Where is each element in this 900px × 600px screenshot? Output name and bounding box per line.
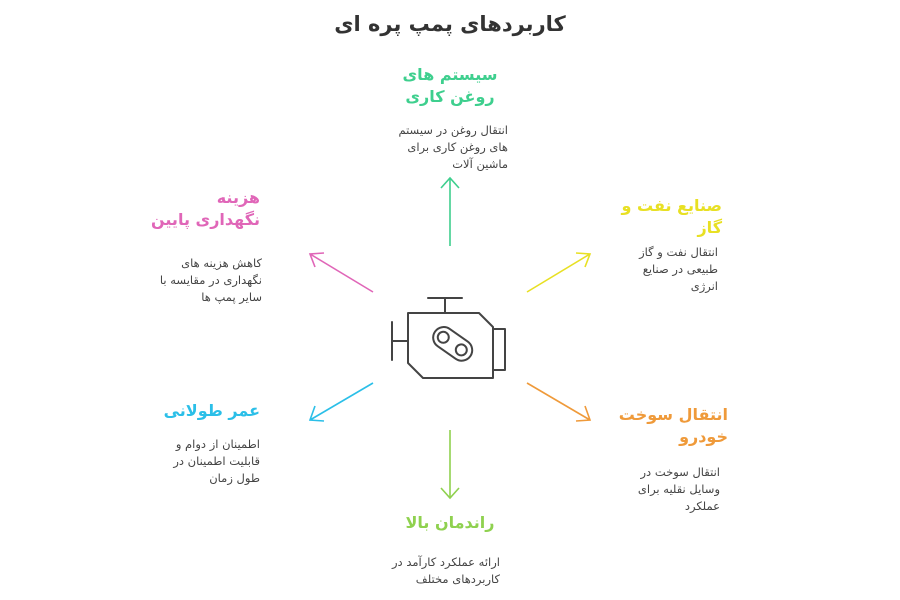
node-oilgas-desc: انتقال نفت و گاز طبیعی در صنایع انرژی [598,244,718,295]
title-line: نگهداری پایین [151,210,260,229]
arrow-maintenance [308,252,374,293]
arrow-performance [440,430,460,500]
desc-line: انتقال سوخت در [640,465,720,479]
node-lifespan-desc: اطمینان از دوام و قابلیت اطمینان در طول … [150,436,260,487]
node-lifespan-title: عمر طولانی [163,401,260,420]
node-lubrication-desc: انتقال روغن در سیستم های روغن کاری برای … [368,122,508,173]
desc-line: کاربردهای مختلف [415,572,500,586]
desc-line: قابلیت اطمینان در [173,454,260,468]
title-line: انتقال سوخت [618,405,728,424]
node-performance-desc: ارائه عملکرد کارآمد در کاربردهای مختلف [340,554,500,588]
desc-line: طول زمان [209,471,260,485]
node-lifespan: عمر طولانی [160,400,260,422]
node-oilgas: صنایع نفت و گاز [600,195,722,239]
title-line: گاز [697,218,722,237]
node-fuel: انتقال سوخت خودرو [604,404,728,448]
node-oilgas-title: صنایع نفت و گاز [600,195,722,239]
node-performance: راندمان بالا [370,512,530,534]
title-line: خودرو [679,427,728,446]
desc-line: ماشین آلات [452,157,508,171]
engine-pump-icon [391,297,506,379]
title-line: سیستم های [402,65,498,84]
arrow-oilgas [526,252,592,293]
node-maintenance-title: هزینه نگهداری پایین [140,187,260,231]
node-maintenance-desc: کاهش هزینه های نگهداری در مقایسه با سایر… [132,255,262,306]
node-performance-title: راندمان بالا [405,513,495,532]
desc-line: انتقال روغن در سیستم [398,123,508,137]
desc-line: نگهداری در مقایسه با [159,273,262,287]
title-line: هزینه [216,188,260,207]
node-lubrication: سیستم های روغن کاری [370,64,530,108]
desc-line: انتقال نفت و گاز [639,245,718,259]
node-fuel-title: انتقال سوخت خودرو [604,404,728,448]
node-maintenance: هزینه نگهداری پایین [140,187,260,231]
arrow-lifespan [308,382,374,422]
node-lubrication-title: سیستم های روغن کاری [370,64,530,108]
desc-line: اطمینان از دوام و [175,437,260,451]
desc-line: وسایل نقلیه برای [637,482,720,496]
desc-line: طبیعی در صنایع [642,262,718,276]
desc-line: سایر پمپ ها [201,290,262,304]
desc-line: انرژی [690,279,718,293]
desc-line: عملکرد [684,499,720,513]
arrow-fuel [526,382,592,422]
page-title: کاربردهای پمپ پره ای [334,12,566,36]
desc-line: های روغن کاری برای [407,140,508,154]
title-line: صنایع نفت و [621,196,722,215]
arrow-lubrication [440,176,460,246]
desc-line: ارائه عملکرد کارآمد در [391,555,500,569]
desc-line: کاهش هزینه های [181,256,262,270]
node-fuel-desc: انتقال سوخت در وسایل نقلیه برای عملکرد [600,464,720,515]
title-line: روغن کاری [405,87,495,106]
